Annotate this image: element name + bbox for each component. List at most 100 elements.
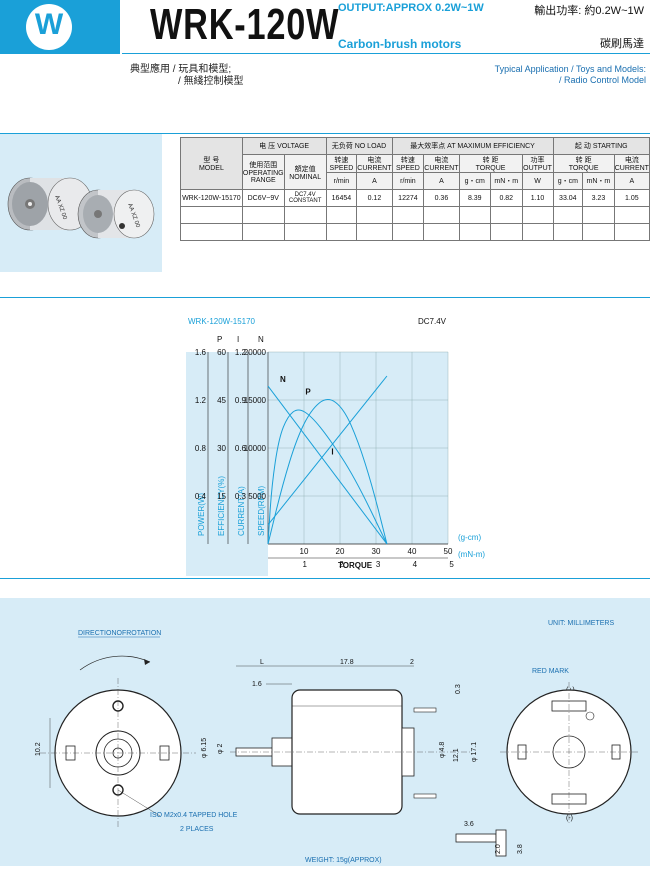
motor-image-right: AA XZ 00 [77,189,155,239]
cn-motor-type: 碳刷馬達 [600,38,644,50]
cell-me-torque-mnm: 0.82 [489,189,523,207]
cell-nl-current: 0.12 [356,189,393,207]
dim-2: 2 [410,659,414,666]
no-load-en: NO LOAD [354,143,387,150]
unit-cell: W [521,172,554,190]
dim-3-8: 3.8 [517,844,524,854]
table-row [180,223,650,241]
y-tick-label: 15000 [244,396,267,405]
y-tick-label: 1.6 [195,348,207,357]
speed-en: SPEED [329,165,354,172]
application-en-label: Typical Application [494,64,569,74]
unit-cell: A [613,172,650,190]
axis-header: I [237,335,239,344]
weight-label: WEIGHT: 15g(APPROX) [305,857,382,864]
x-tick-label-mnm: 1 [302,560,307,569]
unit-cell: g・cm [552,172,584,190]
section-divider [0,297,650,298]
unit-cell: mN・m [489,172,523,190]
dim-phi-2: φ 2 [217,744,224,754]
application-en-item: Toys and Models: [575,64,646,74]
current-cn: 电流 [434,157,449,164]
x-tick-label: 40 [408,547,417,556]
y-axis-label: SPEED(RPM) [257,485,266,536]
technical-drawing-panel: DIRECTIONOFROTATION UNIT: MILLIMETERS 10… [0,598,650,866]
y-tick-label: 1.2 [195,396,207,405]
max-eff-cn: 最大效率点 [410,143,446,150]
places-label: 2 PLACES [180,826,214,833]
page-subtitle: Carbon-brush motors [338,37,462,51]
cell-nl-speed: 16454 [325,189,358,207]
series-line [267,409,388,545]
nominal-en: NOMINAL [289,173,322,181]
chart-series: NIP [267,375,388,545]
axis-header: P [217,335,222,344]
y-tick-label: 10000 [244,444,267,453]
series-line [267,385,388,545]
chart-title: WRK-120W-15170 [188,317,256,326]
section-divider [0,133,650,134]
output-range: OUTPUT:APPROX 0.2W~1W [338,2,484,14]
terminal-detail: 3.6 2.0 3.8 [455,821,524,857]
y-tick-label: 0.4 [195,492,207,501]
model-cn: 型 号 [203,157,220,164]
dim-17-8: 17.8 [340,659,354,666]
cell-st-torque-gcm: 33.04 [552,189,584,207]
cn-output-power: 輸出功率: 約0.2W~1W [534,5,644,17]
minus-marker: (-) [566,815,573,822]
side-view: L 17.8 2 1.6 0.3 φ 6.15 φ 2 φ 4.8 12.1 φ… [201,659,478,815]
unit-cell: A [423,172,460,190]
axis-header: N [258,335,264,344]
dim-phi-17-1: φ 17.1 [471,742,478,762]
header-starting: 起 动 STARTING [552,137,650,155]
current-cn: 电流 [624,157,639,164]
series-label: P [305,387,311,396]
application-cn-item: 無綫控制模型 [183,76,244,87]
cell-me-current: 0.36 [423,189,460,207]
torque-en: TORQUE [475,165,506,172]
chart-axes: POWER(W)0.40.81.21.6EFFICIENCY(%)1530456… [186,335,454,576]
starting-en: STARTING [592,143,628,150]
page-title: WRK-120W [150,0,340,49]
nominal-cn: 額定值 [294,165,316,173]
starting-cn: 起 动 [574,143,591,150]
header-voltage: 电 压 VOLTAGE [241,137,327,155]
cell-model: WRK-120W-15170 [180,189,243,207]
speed-cn: 转速 [334,157,349,164]
y-tick-label: 30 [217,444,226,453]
x-tick-label: 20 [336,547,345,556]
dim-phi-4-8: φ 4.8 [439,742,446,758]
output-en: OUTPUT [523,165,552,172]
axis-panel [186,352,268,576]
red-mark-label: RED MARK [532,668,569,675]
series-label: I [331,447,333,456]
logo-letter: W [34,8,64,41]
speed-cn: 转速 [400,157,415,164]
current-cn: 电流 [367,157,382,164]
cell-st-torque-mnm: 3.23 [582,189,615,207]
dim-1-6: 1.6 [252,681,262,688]
model-en: MODEL [198,165,224,172]
series-line [267,375,388,526]
dim-10-2: 10.2 [35,742,42,756]
technical-drawing: DIRECTIONOFROTATION UNIT: MILLIMETERS 10… [35,620,638,864]
dim-0-3: 0.3 [455,684,462,694]
chart-subtitle: DC7.4V [418,317,447,326]
x-tick-label: 30 [372,547,381,556]
section-divider [0,578,650,579]
series-line [267,399,388,545]
cell-nominal: DC7.4V CONSTANT [283,189,327,207]
unit-cell: A [356,172,393,190]
torque-cn: 转 距 [575,157,592,164]
